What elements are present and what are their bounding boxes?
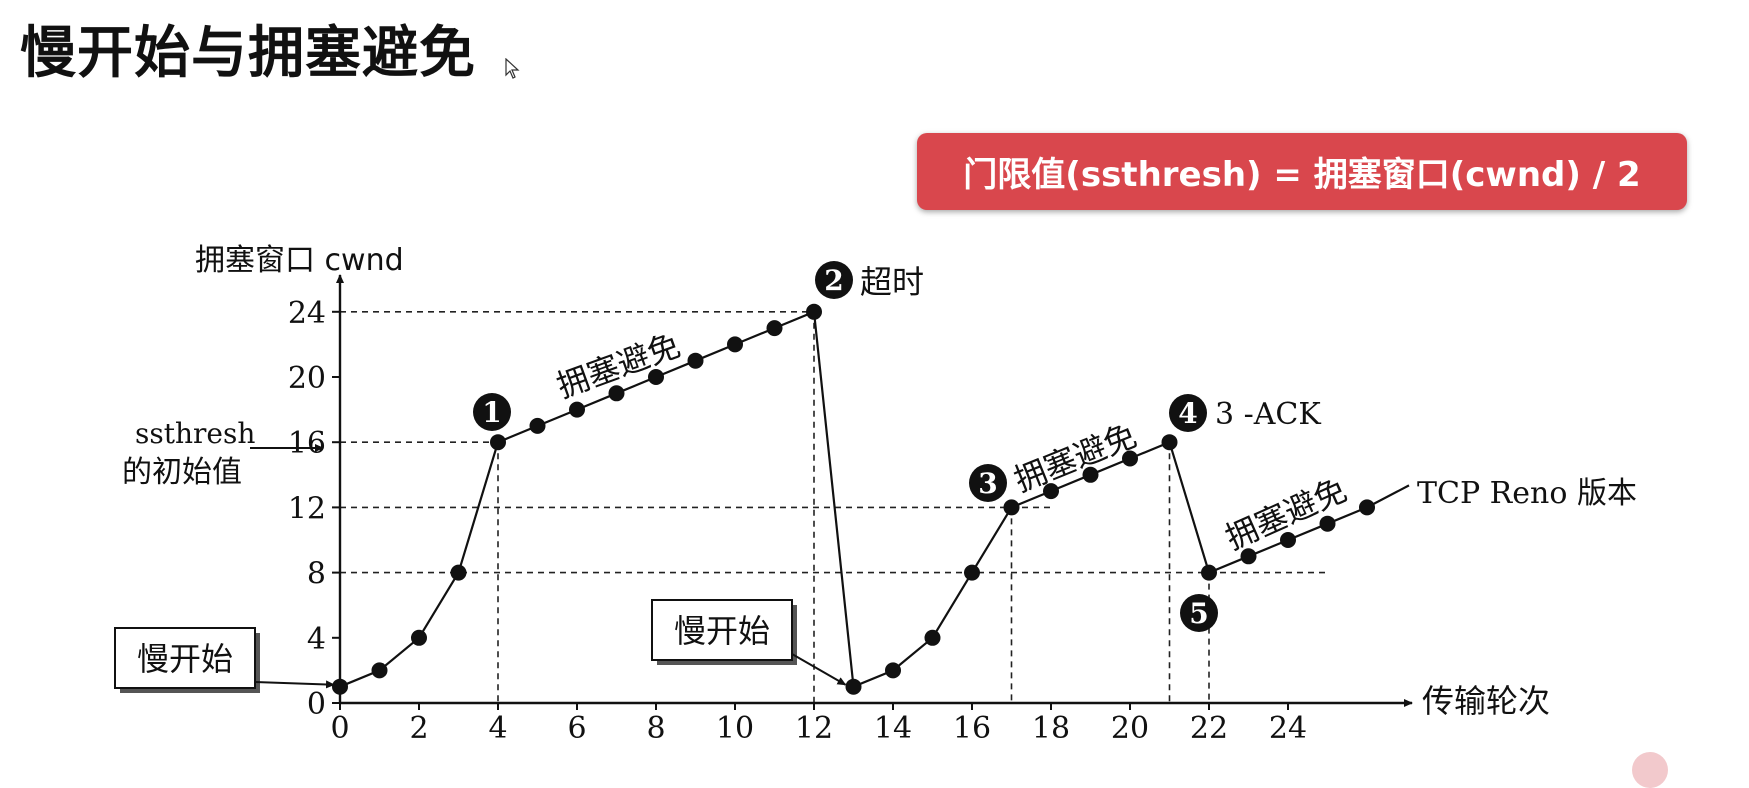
page-title: 慢开始与拥塞避免: [20, 21, 476, 86]
data-point: [766, 320, 783, 337]
data-point: [1003, 499, 1020, 516]
data-point: [687, 352, 704, 369]
x-tick-label: 12: [795, 711, 833, 746]
marker-3-badge: [969, 464, 1007, 502]
marker-4-number: 4: [1178, 397, 1197, 430]
data-point: [411, 629, 427, 646]
data-point: [332, 678, 348, 695]
data-point: [648, 369, 664, 385]
x-tick-label: 8: [646, 711, 665, 746]
x-axis-label: 传输轮次: [1422, 682, 1550, 720]
tcp-reno-label: TCP Reno 版本: [1417, 476, 1637, 511]
slow-start-1-arrow: [254, 680, 335, 689]
marker-5-badge: [1180, 594, 1218, 632]
data-point: [371, 662, 388, 679]
y-tick-label: 20: [288, 361, 326, 396]
marker-1-badge: [473, 393, 511, 431]
x-tick-label: 14: [874, 711, 912, 746]
data-point: [1319, 515, 1336, 532]
x-tick-label: 10: [716, 711, 754, 746]
data-point: [450, 564, 467, 581]
data-point: [569, 401, 585, 418]
x-tick-label: 18: [1032, 711, 1070, 746]
data-point: [1280, 532, 1296, 548]
y-tick-label: 8: [307, 557, 326, 592]
cwnd-series-line: [339, 310, 1368, 689]
marker-2-label: 超时: [860, 263, 924, 301]
data-point: [806, 303, 822, 320]
slow-start-1-box: [114, 627, 256, 689]
data-point: [964, 564, 980, 581]
data-point: [1082, 466, 1099, 483]
corner-indicator: [1632, 752, 1668, 788]
marker-2-badge: [815, 261, 853, 299]
data-point: [490, 434, 506, 451]
slow-start-2-arrow: [791, 653, 847, 686]
x-tick-label: 24: [1269, 711, 1307, 746]
y-tick-label: 16: [288, 426, 326, 461]
x-tick-label: 22: [1190, 711, 1228, 746]
x-tick-label: 16: [953, 711, 991, 746]
data-point: [1161, 434, 1178, 451]
x-tick-label: 2: [409, 711, 428, 746]
x-tick-label: 20: [1111, 711, 1149, 746]
x-tick-label: 6: [567, 711, 586, 746]
y-tick-label: 0: [307, 687, 326, 722]
formula-banner: 门限值(ssthresh) = 拥塞窗口(cwnd) / 2: [917, 133, 1687, 210]
mouse-cursor-icon: [505, 58, 520, 79]
x-tick-label: 0: [330, 711, 349, 746]
congestion-avoidance-label-2: 拥塞避免: [1009, 416, 1142, 499]
ssthresh-initial-label: 的初始值: [122, 455, 242, 490]
data-point: [1122, 450, 1138, 467]
data-point: [727, 336, 743, 353]
marker-2-number: 2: [824, 264, 843, 297]
data-point: [845, 678, 862, 695]
data-point: [1240, 548, 1257, 565]
marker-4-badge: [1169, 394, 1207, 432]
slow-start-2-box: [651, 599, 793, 661]
y-tick-label: 24: [288, 296, 326, 331]
marker-4-label: 3 -ACK: [1215, 397, 1321, 432]
data-point: [1359, 499, 1375, 516]
x-tick-label: 4: [488, 711, 507, 746]
data-point: [608, 385, 625, 402]
y-tick-label: 12: [288, 491, 326, 526]
y-tick-label: 4: [307, 622, 326, 657]
data-point: [529, 417, 546, 434]
marker-3-number: 3: [978, 467, 997, 500]
data-point: [1043, 483, 1059, 500]
data-point: [1201, 564, 1217, 581]
ssthresh-label: ssthresh: [135, 417, 255, 450]
marker-5-number: 5: [1189, 597, 1208, 630]
marker-1-number: 1: [482, 396, 501, 429]
y-axis-label: 拥塞窗口 cwnd: [195, 243, 404, 278]
slow-start-2-label: 慢开始: [674, 612, 770, 650]
data-point: [924, 629, 941, 646]
slow-start-1-label: 慢开始: [137, 640, 233, 678]
data-point: [885, 662, 901, 679]
